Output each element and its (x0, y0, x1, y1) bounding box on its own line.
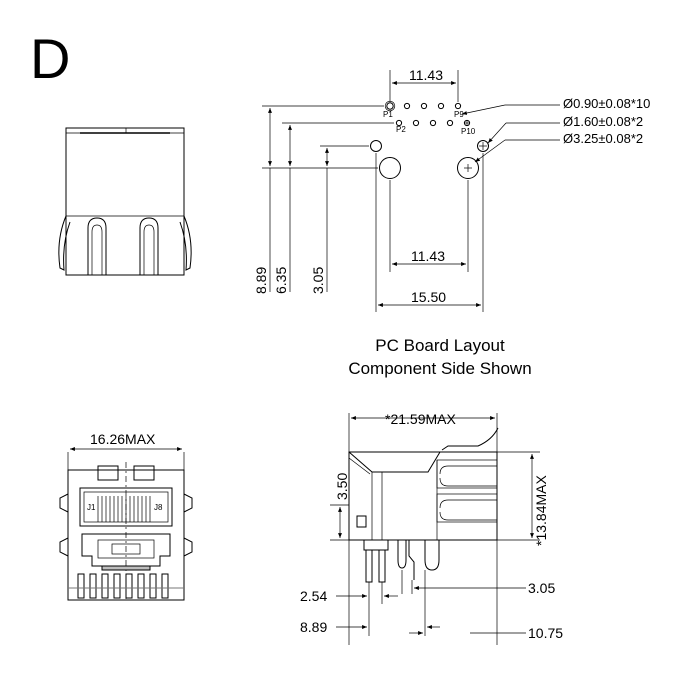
pin-label-p9: P9 (454, 110, 464, 119)
hole-callout-mount: Ø3.25±0.08*2 (563, 131, 643, 146)
hole-callout-pins: Ø0.90±0.08*10 (563, 96, 650, 111)
dim-height-c: 3.05 (310, 267, 326, 294)
dim-height-a: 8.89 (253, 267, 269, 294)
contact-label-j1: J1 (87, 503, 96, 512)
shield-hole-right (477, 140, 489, 152)
dim-height-b: 6.35 (273, 267, 289, 294)
pin-hole-p1 (386, 102, 394, 110)
dim-overall-width: 15.50 (411, 289, 446, 305)
shield-hole-left (370, 140, 382, 152)
pin-hole-p9 (454, 102, 462, 110)
pcb-caption-title: PC Board Layout (375, 336, 505, 355)
side-profile: *21.59MAX *13.84MAX 3.50 (300, 411, 563, 645)
contact-label-j8: J8 (154, 503, 163, 512)
mount-hole-left (379, 157, 401, 179)
pin-hole-p2 (395, 119, 403, 127)
dim-post-distance: 8.89 (300, 619, 327, 635)
dim-bottom-spacing: 11.43 (411, 248, 445, 264)
pcb-caption-subtitle: Component Side Shown (348, 359, 531, 378)
hole-callout-shield: Ø1.60±0.08*2 (563, 114, 643, 129)
dim-top-spacing: 11.43 (409, 67, 443, 83)
dim-lead-pitch: 2.54 (300, 588, 327, 604)
view-letter: D (30, 27, 70, 90)
front-pins (68, 573, 184, 599)
pin-label-p10: P10 (461, 127, 476, 136)
dim-standoff: 3.50 (334, 473, 350, 500)
dim-side-length: *21.59MAX (385, 411, 456, 427)
pin-label-p2: P2 (396, 125, 406, 134)
front-view: 16.26MAX J1 J8 (59, 431, 193, 601)
dim-front-to-post: 10.75 (528, 625, 563, 641)
pcb-layout: P1 P2 P9 P10 11.43 11.43 15.50 8.89 6.35 (253, 67, 650, 378)
dim-side-height: *13.84MAX (533, 475, 549, 546)
dim-lead-offset: 3.05 (528, 580, 555, 596)
contact-fingers (97, 496, 151, 522)
mount-hole-right (457, 157, 479, 179)
dim-front-width: 16.26MAX (90, 431, 156, 447)
top-left-elevation (58, 127, 192, 276)
pin-label-p1: P1 (383, 110, 393, 119)
